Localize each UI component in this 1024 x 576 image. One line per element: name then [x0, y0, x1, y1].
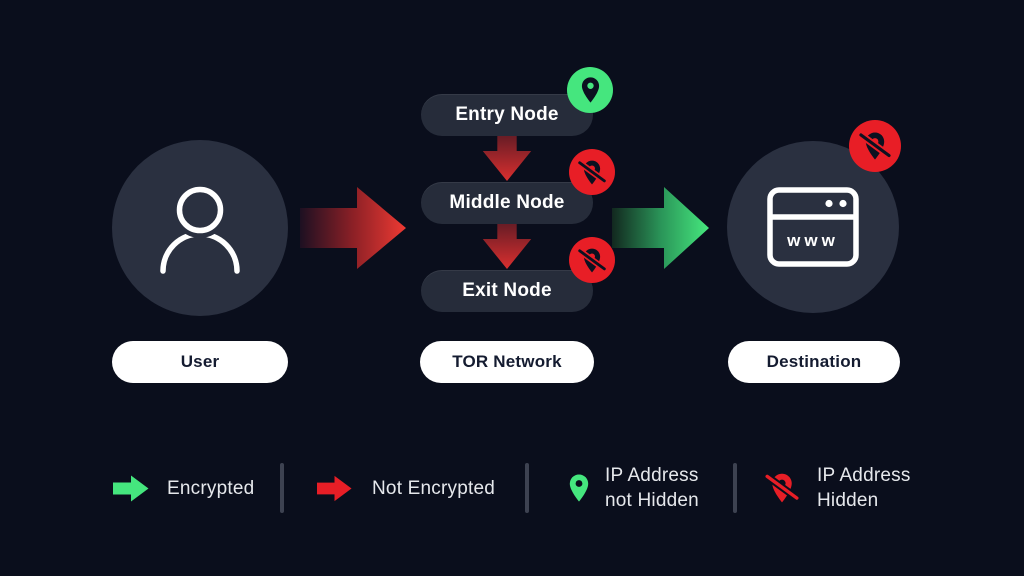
entry-node-ip-visible-badge: [567, 67, 613, 113]
arrow-right-green-icon: [113, 475, 149, 501]
arrow-right-red-icon: [317, 475, 352, 501]
legend-label-line: IP Address: [605, 465, 699, 486]
entry-node-label: Entry Node: [455, 104, 559, 125]
exit-node-pill: Exit Node: [421, 270, 593, 312]
middle-node-pill: Middle Node: [421, 182, 593, 224]
location-pin-crossed-icon: [577, 247, 607, 272]
legend-item-not-encrypted: Not Encrypted: [317, 462, 495, 514]
not-encrypted-down-arrow-icon: [482, 120, 532, 182]
destination-label: Destination: [766, 352, 862, 371]
legend-label-encrypted: Encrypted: [167, 477, 255, 499]
legend-label-line: not Hidden: [605, 490, 699, 511]
location-pin-crossed-icon: [577, 159, 607, 184]
not-encrypted-down-arrow-icon: [482, 208, 532, 270]
legend-item-ip-not-hidden: IP Address not Hidden: [567, 462, 699, 514]
browser-window-icon: www: [767, 187, 859, 267]
person-icon: [160, 182, 240, 274]
user-label-pill: User: [112, 341, 288, 383]
legend-label-not-encrypted: Not Encrypted: [372, 477, 495, 499]
legend-label-line: Hidden: [817, 490, 879, 511]
legend-label-ip-hidden: IP Address Hidden: [817, 463, 911, 513]
user-label: User: [180, 352, 220, 371]
location-pin-crossed-red-icon: [764, 472, 800, 503]
exit-node-ip-hidden-badge: [569, 237, 615, 283]
encrypted-arrow-icon: [612, 187, 709, 269]
location-pin-icon: [581, 77, 599, 103]
middle-node-label: Middle Node: [449, 192, 565, 213]
legend-item-ip-hidden: IP Address Hidden: [764, 462, 911, 514]
legend-divider: [525, 463, 529, 513]
middle-node-ip-hidden-badge: [569, 149, 615, 195]
exit-node-label: Exit Node: [462, 280, 552, 301]
legend-divider: [280, 463, 284, 513]
location-pin-green-icon: [569, 474, 589, 502]
user-circle: [112, 140, 288, 316]
tor-network-label: TOR Network: [452, 352, 562, 371]
browser-www-text: www: [786, 231, 839, 250]
legend-item-encrypted: Encrypted: [113, 462, 254, 514]
legend-label-ip-not-hidden: IP Address not Hidden: [605, 463, 699, 513]
location-pin-crossed-icon: [858, 131, 892, 160]
destination-label-pill: Destination: [728, 341, 900, 383]
legend-divider: [733, 463, 737, 513]
not-encrypted-arrow-icon: [300, 187, 406, 269]
legend-label-line: IP Address: [817, 465, 911, 486]
entry-node-pill: Entry Node: [421, 94, 593, 136]
destination-ip-hidden-badge: [849, 120, 901, 172]
tor-network-label-pill: TOR Network: [420, 341, 594, 383]
